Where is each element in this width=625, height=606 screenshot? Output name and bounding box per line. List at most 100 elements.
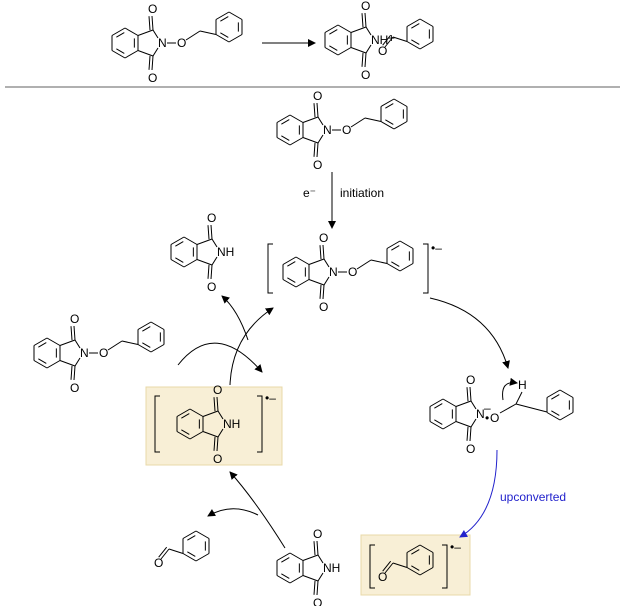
bond: [551, 394, 560, 400]
benzene-ring: [406, 18, 434, 50]
bond: [434, 419, 443, 425]
benzene-ring: [176, 408, 204, 440]
carbonyl-oxygen-label: O: [313, 158, 322, 172]
bond: [187, 535, 196, 541]
bond: [391, 261, 400, 267]
left-bracket: [369, 544, 375, 589]
arrow-electron-transfer-up: [229, 471, 286, 549]
bond: [175, 241, 184, 247]
bond: [70, 365, 73, 380]
bond: [33, 337, 48, 346]
bond: [322, 284, 325, 300]
bond: [282, 256, 297, 265]
bond: [287, 261, 296, 267]
bond: [185, 30, 201, 41]
bond: [170, 259, 185, 268]
carbonyl-oxygen-label: O: [148, 2, 157, 16]
bond: [196, 238, 213, 245]
anion-charge-label: –: [484, 401, 491, 415]
bond: [316, 102, 319, 118]
bond: [364, 12, 367, 28]
carbonyl-oxygen-label: O: [313, 527, 322, 541]
plus-sign-label: +: [388, 31, 395, 45]
bond: [385, 103, 394, 109]
bond: [74, 357, 81, 367]
bond: [393, 121, 408, 130]
bond: [282, 279, 297, 288]
carbonyl-oxygen-label: O: [319, 300, 328, 314]
benzene-ring: [380, 98, 408, 130]
bond: [411, 23, 420, 29]
bond: [168, 548, 184, 554]
bond: [124, 50, 139, 59]
nitrogen-label: N: [80, 346, 89, 360]
alkoxy-radical: •OH: [485, 378, 574, 425]
bond: [210, 264, 213, 280]
bond: [499, 403, 517, 414]
bond: [116, 48, 125, 54]
bond: [281, 135, 290, 141]
bond: [148, 16, 151, 31]
benzene-ring: [386, 240, 414, 272]
bond: [217, 428, 224, 438]
bond: [142, 326, 151, 332]
nitrogen-label: N: [476, 407, 485, 421]
bond: [281, 119, 290, 125]
upconverted-label-group: upconverted: [500, 490, 566, 504]
bond: [350, 117, 366, 128]
carbonyl-oxygen-label: O: [313, 89, 322, 103]
carbonyl-oxygen-label: O: [466, 373, 475, 387]
ether-oxygen-label: O: [177, 36, 186, 50]
carbonyl-oxygen-label: O: [213, 383, 222, 397]
bond: [195, 530, 210, 539]
bond: [470, 400, 477, 410]
bond: [215, 34, 230, 43]
bond: [289, 552, 304, 561]
benzene-ring: [406, 544, 434, 576]
product-benzaldehyde: O: [378, 18, 434, 58]
benzene-ring: [282, 256, 310, 288]
bond: [281, 573, 290, 579]
bond: [308, 258, 325, 265]
bond: [276, 552, 291, 561]
bond: [322, 244, 325, 260]
bond: [419, 544, 434, 553]
bond: [392, 562, 408, 568]
benzene-ring: [33, 337, 61, 369]
bond: [316, 580, 319, 596]
bond: [337, 24, 352, 33]
arrow-benzaldehyde-release: [207, 508, 259, 517]
carbonyl-oxygen-label: O: [361, 68, 370, 82]
aldehyde-oxygen-label: O: [378, 44, 387, 58]
nitrogen-label: N: [158, 36, 167, 50]
bond: [170, 236, 185, 245]
bond: [365, 26, 372, 36]
bond: [313, 103, 316, 118]
carbonyl-oxygen-label: O: [213, 452, 222, 466]
bond: [148, 55, 151, 70]
bond: [111, 50, 126, 59]
bond: [316, 142, 319, 158]
benzene-ring: [546, 389, 574, 421]
benzene-ring: [111, 27, 139, 59]
plus-sign: +: [388, 31, 395, 45]
benzaldehyde-byproduct: O: [154, 530, 210, 570]
bond: [189, 408, 204, 417]
bond: [281, 557, 290, 563]
bond: [302, 137, 319, 144]
bond: [419, 567, 434, 576]
arrow-phthalimide-release: [177, 342, 263, 373]
carbonyl-oxygen-label: O: [466, 442, 475, 456]
bond: [546, 412, 561, 421]
bond: [370, 259, 388, 264]
bond: [324, 47, 339, 56]
bond: [211, 256, 218, 266]
bond: [329, 45, 338, 51]
bond: [434, 403, 443, 409]
bond: [411, 39, 420, 45]
bond: [302, 575, 319, 582]
bond: [350, 26, 367, 33]
